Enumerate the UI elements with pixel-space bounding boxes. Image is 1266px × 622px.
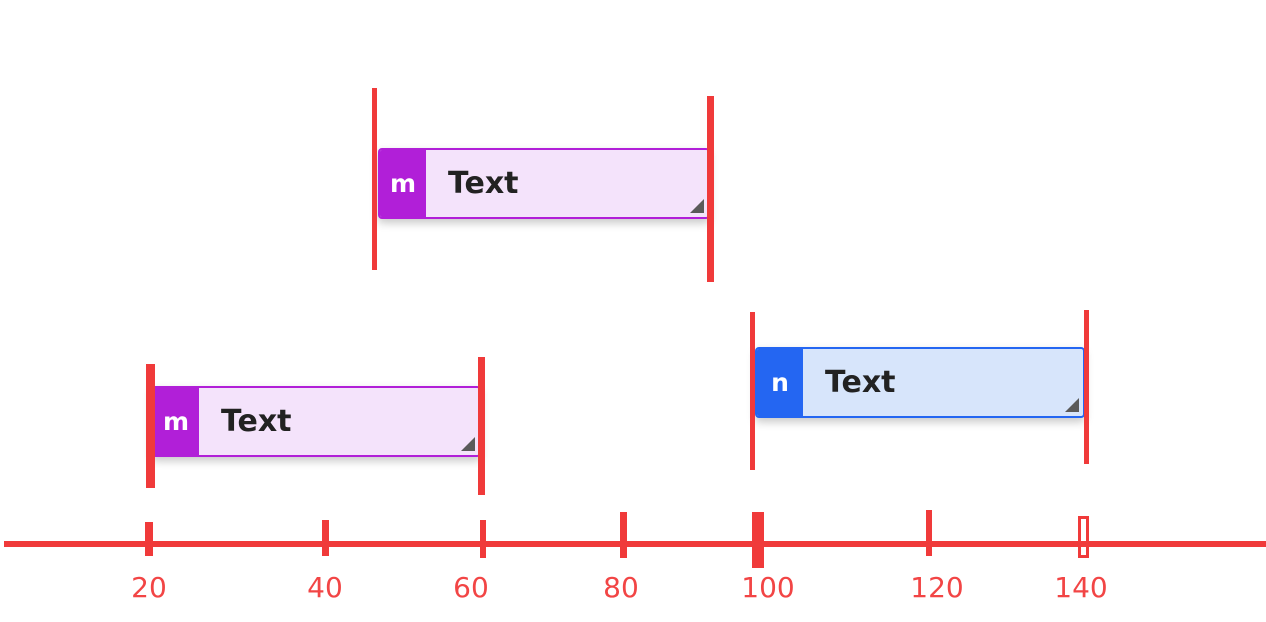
- block-m-top-start-marker: [372, 88, 377, 270]
- block-m-bottom-start-marker: [146, 364, 155, 488]
- tick-60: [480, 520, 486, 558]
- tick-label-100: 100: [741, 571, 795, 604]
- axis-line: [4, 541, 1266, 547]
- block-n-start-marker: [750, 312, 755, 470]
- block-m-top[interactable]: m Text: [378, 148, 710, 219]
- tick-label-40: 40: [307, 571, 343, 604]
- resize-grip-icon[interactable]: [1065, 398, 1079, 412]
- tick-40: [322, 520, 329, 556]
- tick-label-80: 80: [603, 571, 639, 604]
- tick-20: [145, 522, 153, 556]
- resize-grip-icon[interactable]: [690, 199, 704, 213]
- resize-grip-icon[interactable]: [461, 437, 475, 451]
- tick-140: [1078, 516, 1089, 558]
- block-m-bottom[interactable]: m Text: [151, 386, 481, 457]
- block-label[interactable]: Text: [448, 166, 519, 201]
- tick-100: [752, 512, 764, 568]
- block-label[interactable]: Text: [825, 365, 896, 400]
- block-n[interactable]: n Text: [755, 347, 1085, 418]
- block-n-end-marker: [1084, 310, 1089, 464]
- tick-80: [620, 512, 627, 558]
- tick-label-60: 60: [453, 571, 489, 604]
- tick-label-120: 120: [910, 571, 964, 604]
- block-m-top-end-marker: [707, 96, 714, 282]
- block-badge-m: m: [380, 150, 426, 217]
- tick-label-20: 20: [131, 571, 167, 604]
- tick-label-140: 140: [1054, 571, 1108, 604]
- block-label[interactable]: Text: [221, 404, 292, 439]
- block-badge-m: m: [153, 388, 199, 455]
- block-m-bottom-end-marker: [478, 357, 485, 495]
- tick-120: [926, 510, 932, 556]
- block-badge-n: n: [757, 349, 803, 416]
